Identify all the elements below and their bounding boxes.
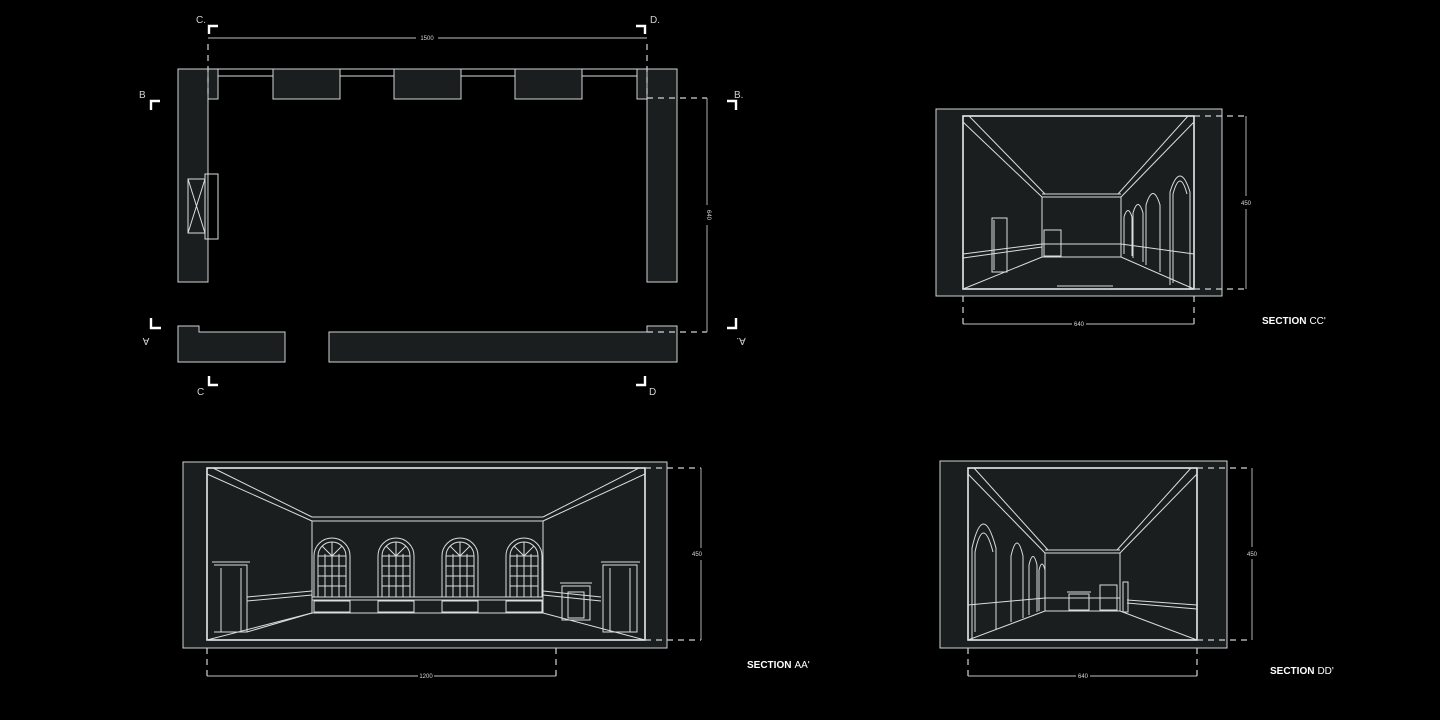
plan-width-label: 1500 — [420, 36, 434, 42]
plan-bottom-wall-left — [177, 325, 286, 363]
aa-windows — [313, 537, 543, 613]
svg-text:B.: B. — [734, 90, 743, 101]
plan-window-pier — [272, 68, 341, 100]
plan-corner-pier — [636, 68, 648, 100]
svg-text:A.: A. — [736, 335, 745, 346]
plan-corner-pier — [207, 68, 219, 100]
plan-width-dimension: 1500 — [208, 36, 647, 42]
svg-text:D.: D. — [650, 15, 660, 26]
section-marker-b-left: B — [139, 90, 160, 110]
plan-bottom-wall-right — [328, 325, 678, 363]
aa-width-label: 1200 — [419, 674, 433, 680]
back-wall — [1041, 196, 1122, 258]
section-marker-d-bottom: D — [636, 376, 656, 398]
section-marker-d-top: D. — [636, 15, 660, 34]
plan-right-wall — [646, 68, 678, 283]
plan-window-pier — [514, 68, 583, 100]
svg-text:B: B — [139, 90, 146, 101]
svg-text:D: D — [649, 387, 656, 398]
plan-window-pier — [393, 68, 462, 100]
cc-height-label: 450 — [1241, 201, 1252, 207]
section-marker-c-top: C. — [196, 15, 218, 34]
arched-window — [441, 537, 479, 613]
plan-left-wall — [177, 68, 209, 283]
dd-height-label: 450 — [1247, 552, 1258, 558]
section-marker-b-right: B. — [727, 90, 743, 110]
svg-text:C.: C. — [196, 15, 206, 26]
plan-door — [187, 173, 219, 240]
plan-depth-label: 640 — [705, 210, 711, 221]
section-marker-c-bottom: C — [197, 376, 218, 398]
arched-window — [505, 537, 543, 613]
section-marker-a-left: A — [142, 318, 161, 346]
svg-text:A: A — [142, 335, 149, 346]
plan-depth-dimension: 640 — [705, 98, 711, 332]
dd-width-label: 640 — [1078, 674, 1089, 680]
section-marker-a-right: A. — [727, 318, 746, 346]
back-wall — [311, 520, 544, 614]
svg-text:C: C — [197, 387, 204, 398]
arched-window — [313, 537, 351, 613]
cc-width-label: 640 — [1074, 322, 1085, 328]
floor-plan: 1500 640 C. D. B B. A A. — [139, 15, 746, 398]
aa-height-label: 450 — [692, 552, 703, 558]
arched-window — [377, 537, 415, 613]
